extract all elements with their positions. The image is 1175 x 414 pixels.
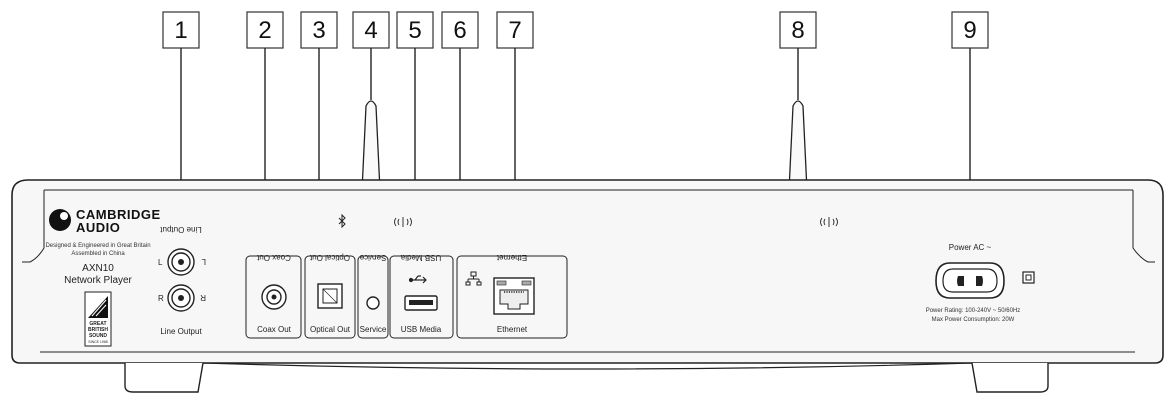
bluetooth-icon: [338, 213, 346, 229]
service-port[interactable]: [366, 296, 380, 310]
svg-text:4: 4: [364, 17, 377, 44]
svg-text:5: 5: [408, 17, 421, 44]
callout-6: 6: [441, 11, 479, 49]
great-british-sound-badge: GREAT BRITISH SOUND SINCE 1968: [84, 291, 112, 347]
svg-text:9: 9: [963, 17, 976, 44]
coax-out-label: Coax Out: [257, 325, 292, 334]
foot-left: [124, 362, 204, 393]
svg-text:1: 1: [174, 17, 187, 44]
svg-text:8: 8: [791, 17, 804, 44]
service-label-flipped: Service: [359, 253, 386, 262]
power-rating-text: Power Rating: 100-240V ~ 50/60Hz: [926, 308, 1021, 314]
bottom-edge: [202, 362, 973, 370]
svg-text:L: L: [201, 257, 206, 266]
ethernet-label-flipped: Ethernet: [496, 253, 527, 262]
service-section: Service Service: [357, 253, 389, 339]
usb-symbol-icon: [408, 275, 427, 284]
foot-right: [971, 362, 1049, 393]
svg-text:6: 6: [453, 17, 466, 44]
callout-4: 4: [352, 11, 390, 49]
coax-out-jack[interactable]: [261, 284, 287, 310]
coax-out-label-flipped: Coax Out: [256, 253, 291, 262]
usb-media-port[interactable]: [404, 295, 438, 311]
svg-text:R: R: [200, 293, 206, 302]
power-inlet[interactable]: [935, 262, 1005, 299]
svg-text:SOUND: SOUND: [89, 333, 107, 339]
svg-text:2: 2: [258, 17, 271, 44]
ethernet-section: Ethernet Ethernet: [456, 253, 568, 339]
optical-out-label: Optical Out: [310, 325, 351, 334]
brand-line1: CAMBRIDGE: [76, 207, 161, 222]
double-insulation-icon: [1022, 271, 1035, 284]
line-output-section: Line Output L L R R Line Output: [158, 225, 206, 336]
optical-out-section: Optical Out Optical Out: [304, 253, 356, 339]
chassis: [11, 179, 1164, 364]
optical-out-label-flipped: Optical Out: [309, 253, 350, 262]
line-output-label-flipped: Line Output: [160, 225, 202, 234]
callout-5: 5: [396, 11, 434, 49]
wifi-icon-right: [820, 217, 838, 227]
network-symbol-icon: [465, 271, 482, 286]
optical-out-port[interactable]: [317, 283, 343, 309]
usb-media-label: USB Media: [401, 325, 442, 334]
brand-line2: AUDIO: [76, 220, 120, 235]
max-power-consumption-text: Max Power Consumption: 20W: [932, 317, 1015, 323]
usb-media-section: USB Media USB Media: [389, 253, 454, 339]
svg-text:3: 3: [312, 17, 325, 44]
line-output-label: Line Output: [160, 327, 202, 336]
rca-left-jack[interactable]: [167, 248, 195, 276]
model-description: Network Player: [64, 275, 132, 286]
svg-text:BRITISH: BRITISH: [88, 327, 108, 333]
callout-1: 1: [162, 11, 200, 49]
ethernet-label: Ethernet: [497, 325, 528, 334]
rca-right-jack[interactable]: [167, 284, 195, 312]
svg-text:SINCE 1968: SINCE 1968: [88, 340, 108, 344]
power-ac-label: Power AC ~: [949, 243, 992, 252]
callout-8: 8: [779, 11, 817, 49]
wifi-icon-left: [394, 217, 412, 227]
svg-text:GREAT: GREAT: [89, 321, 106, 327]
callout-2: 2: [246, 11, 284, 49]
coax-out-section: Coax Out Coax Out: [245, 253, 302, 339]
service-label: Service: [360, 325, 387, 334]
usb-media-label-flipped: USB Media: [400, 253, 441, 262]
model-name: AXN10: [82, 263, 114, 274]
callout-3: 3: [300, 11, 338, 49]
line-output-right-marker: R: [158, 294, 164, 303]
callout-7: 7: [496, 11, 534, 49]
ethernet-port[interactable]: [493, 277, 535, 315]
svg-text:7: 7: [508, 17, 521, 44]
callout-9: 9: [951, 11, 989, 49]
brand-tagline-1: Designed & Engineered in Great Britain: [45, 243, 150, 249]
line-output-left-marker: L: [158, 258, 163, 267]
brand-logo: CAMBRIDGE AUDIO: [49, 207, 161, 235]
brand-tagline-2: Assembled in China: [71, 251, 125, 257]
